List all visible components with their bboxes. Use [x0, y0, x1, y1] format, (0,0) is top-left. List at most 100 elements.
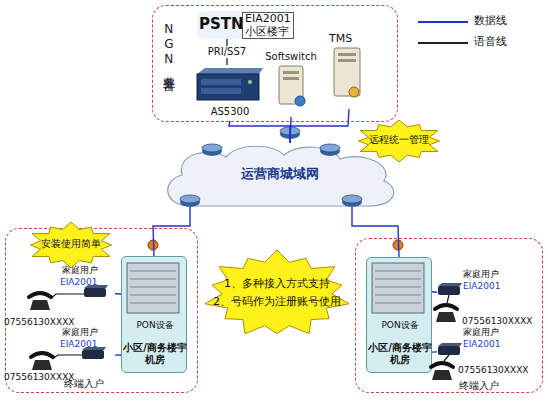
voice-wire — [50, 294, 84, 299]
node-text: 安装使用简单 — [26, 238, 116, 250]
network-cloud: 运营商城域网 — [160, 143, 400, 207]
lock-badge — [349, 87, 359, 97]
phone-handset — [435, 305, 457, 309]
router-top — [180, 195, 200, 203]
server-bay — [338, 53, 356, 56]
node-text: Softswitch — [258, 51, 324, 63]
terminal-top — [82, 347, 106, 350]
data-link — [115, 354, 121, 356]
node-text: EIA2001 — [463, 339, 519, 349]
phone-handset — [431, 363, 453, 367]
phone-number: 07556130XXXX — [4, 372, 84, 382]
data-link — [153, 207, 190, 256]
phone-base — [32, 360, 52, 370]
phone-handset — [31, 353, 53, 357]
terminal-box: 家庭用户EIA2001 — [437, 267, 513, 301]
phone-number: 07556130XXXX — [4, 317, 84, 327]
data-link — [229, 121, 290, 143]
callout-burst: 远程统一管理 — [354, 120, 444, 162]
gateway-body — [197, 74, 259, 100]
legend-text: 数据线 — [474, 15, 534, 28]
server-bay — [283, 77, 299, 80]
node-text: PON设备 — [122, 320, 188, 330]
node-text: AS5300 — [194, 106, 266, 118]
data-link — [432, 351, 437, 353]
legend-line-sample — [418, 42, 468, 44]
star-outline — [203, 250, 351, 338]
node-text: 终端入户 — [64, 378, 134, 390]
terminal-top — [438, 343, 462, 346]
star-shape — [205, 250, 349, 334]
server-bay — [338, 59, 356, 62]
callout-burst: 1、多种接入方式支持 2、号码作为注册账号使用 — [203, 250, 351, 338]
node-text: TMS — [329, 33, 369, 46]
rack-shelves — [375, 271, 421, 303]
legend-text: 语音线 — [474, 36, 534, 49]
voice-wire — [447, 295, 449, 303]
node-text: 家庭用户 — [463, 327, 519, 337]
data-link — [290, 109, 349, 143]
voice-wire — [444, 355, 449, 361]
node-text: 家庭用户 — [463, 269, 519, 279]
link-icon — [393, 240, 403, 250]
machine-room: PON设备小区/商务楼宇机房 — [366, 257, 432, 373]
terminal-body — [438, 286, 460, 295]
node-text: 终端入户 — [459, 380, 529, 392]
router-top — [320, 144, 340, 152]
machine-room: PON设备小区/商务楼宇机房 — [121, 256, 187, 373]
terminal-body — [438, 346, 460, 355]
node-text: EIA2001 — [463, 281, 519, 291]
node-text: PON设备 — [367, 320, 433, 330]
server-box: TMS — [323, 33, 375, 109]
data-link — [115, 293, 121, 295]
router-body — [320, 146, 340, 156]
phone-number: 07556130XXXX — [458, 365, 538, 375]
voice-wire — [52, 355, 82, 359]
edge-label: PRI/SS7 — [208, 46, 246, 58]
node-text: 小区/商务楼宇机房 — [122, 342, 188, 365]
node-text: 家庭用户 — [62, 327, 118, 337]
terminal-box: 家庭用户EIA2001 — [56, 327, 115, 363]
node-text: 运营商城域网 — [160, 167, 400, 182]
callout-burst: 安装使用简单 — [26, 222, 116, 268]
phone-number: 07556130XXXX — [462, 316, 542, 326]
router-body — [202, 146, 222, 156]
gateway-box: AS5300 — [194, 65, 266, 121]
node-text: 2、号码作为注册账号使用 — [207, 296, 347, 309]
phone-handset — [29, 293, 51, 297]
terminal-body — [82, 350, 104, 359]
router-body — [280, 129, 300, 139]
globe-badge — [295, 96, 305, 106]
terminal-body — [84, 288, 106, 297]
legend-line-sample — [418, 21, 468, 23]
overlay-label: EIA2001小区楼宇 — [242, 12, 294, 39]
gateway-led — [248, 80, 252, 84]
gateway-top — [197, 68, 263, 74]
server-body — [279, 66, 303, 104]
data-link — [352, 207, 399, 257]
terminal-top — [438, 283, 462, 286]
server-body — [334, 48, 360, 96]
router-body — [180, 197, 200, 207]
node-text: NGN业务平台 — [161, 22, 175, 71]
node-text: 小区/商务楼宇机房 — [367, 342, 433, 365]
node-text: 1、多种接入方式支持 — [211, 278, 343, 291]
gateway-slot — [201, 88, 241, 94]
terminal-top — [84, 285, 108, 288]
terminal-box: 家庭用户EIA2001 — [437, 325, 513, 359]
rack-shelves — [130, 271, 176, 303]
server-box: Softswitch — [264, 51, 318, 117]
server-bay — [283, 71, 299, 74]
pon-rack — [127, 263, 179, 313]
data-link — [289, 117, 291, 143]
node-text: 远程统一管理 — [354, 134, 444, 146]
terminal-box: 家庭用户EIA2001 — [56, 265, 115, 301]
data-link — [432, 291, 437, 293]
node-text: EIA2001 — [60, 277, 116, 287]
phone-base — [432, 370, 452, 380]
phone-base — [436, 312, 456, 322]
pon-rack — [372, 263, 424, 313]
gateway-slot — [201, 79, 241, 85]
phone-base — [30, 300, 50, 310]
